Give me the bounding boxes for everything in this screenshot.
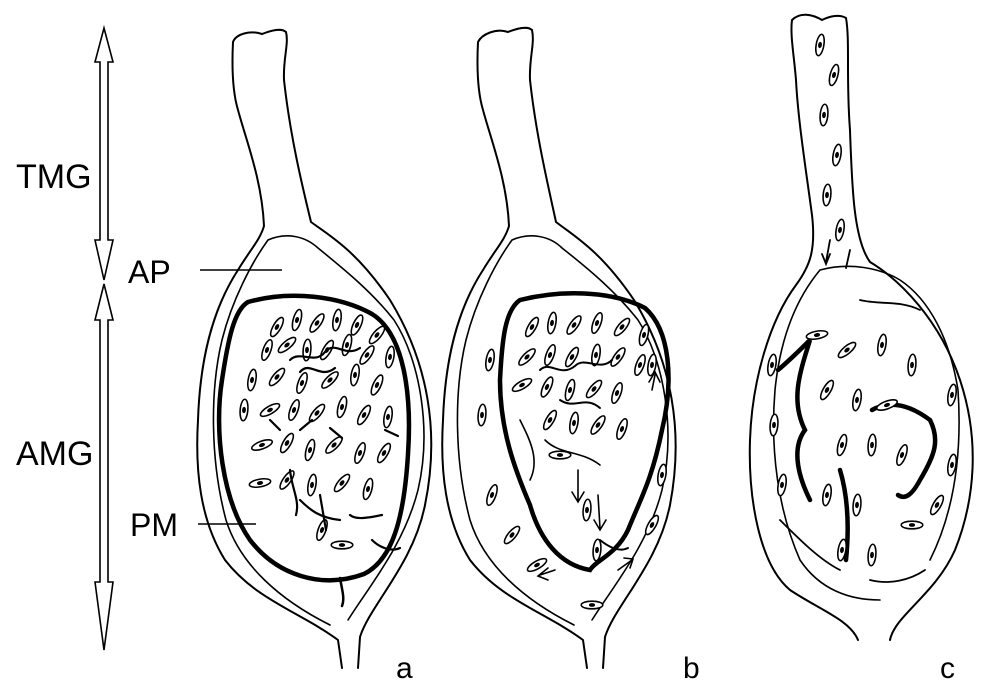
panel-b (442, 28, 675, 668)
ap-label: AP (128, 254, 171, 290)
amg-label: AMG (16, 435, 93, 473)
panel-c-label: c (940, 652, 955, 685)
peritrophic-membrane-a (219, 296, 409, 580)
panel-c (750, 15, 973, 640)
panel-a-label: a (396, 652, 413, 685)
panel-b-label: b (683, 652, 700, 685)
gut-outline-b (442, 28, 675, 668)
tmg-label: TMG (16, 158, 92, 196)
amg-double-arrow-icon (95, 284, 113, 650)
flagella-c (780, 240, 925, 582)
tmg-double-arrow-icon (95, 28, 113, 280)
pm-label: PM (130, 507, 178, 543)
gut-inner-wall-a (213, 236, 423, 625)
panel-a (197, 30, 431, 668)
